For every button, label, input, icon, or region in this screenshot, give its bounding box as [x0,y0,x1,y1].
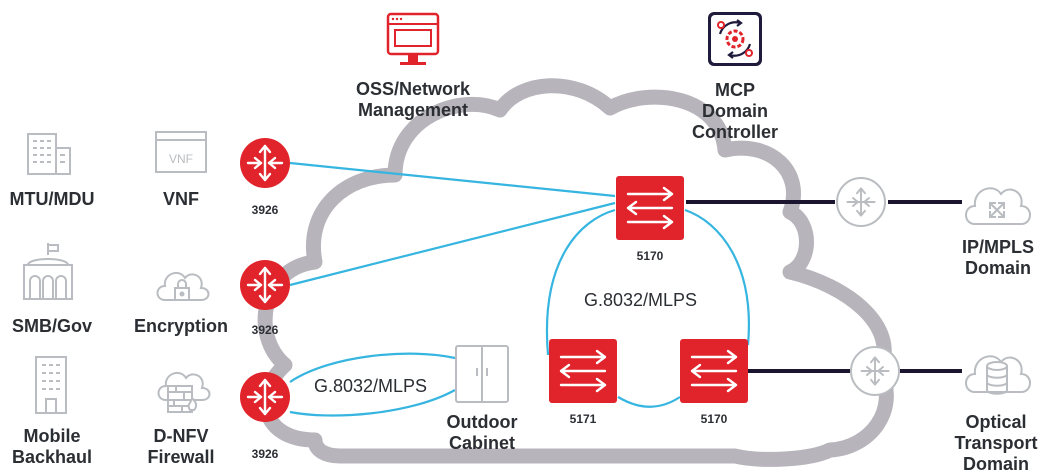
gear-cycle-icon [708,12,762,66]
access-router-3[interactable] [240,372,290,422]
link-router2-switch [289,201,616,287]
oss-label-line2: Management [357,100,469,120]
optical-label-line3: Domain [962,454,1029,474]
switch-5170-bottom[interactable] [680,339,748,403]
oss-label: OSS/Network Management [333,79,493,121]
ip-mpls-label-line1: IP/MPLS [961,237,1034,257]
customer-label-mobile: Mobile Backhaul [0,426,104,468]
cabinet-icon [455,345,509,403]
mcp-label: MCP Domain Controller [685,80,785,143]
mcp-label-line2: Domain [701,101,768,121]
service-label-dnfv-line1: D-NFV [153,426,209,446]
switch-br-model: 5170 [700,412,728,426]
service-label-vnf-line1: VNF [163,189,199,209]
optical-label-line2: Transport [954,433,1038,453]
cloud-database-icon [965,355,1031,395]
switch-5170-top[interactable] [616,176,684,240]
service-label-encryption: Encryption [122,316,240,337]
customer-label-smb: SMB/Gov [0,316,104,337]
mcp-label-line1: MCP [715,80,755,100]
monitor-icon [386,12,440,65]
edge-router-optical [850,346,900,396]
cabinet-label-line2: Cabinet [448,433,515,453]
customer-label-mobile-line2: Backhaul [11,447,93,467]
switch-bl-model: 5171 [569,412,597,426]
access-router-1[interactable] [240,138,290,188]
network-cloud [257,78,894,467]
customer-label-mtu-line1: MTU/MDU [9,189,95,209]
customer-label-smb-line1: SMB/Gov [11,316,92,336]
ip-mpls-label-line2: Domain [964,258,1031,278]
edge-router-ip [836,177,886,227]
customer-label-mobile-line1: Mobile [23,426,81,446]
optical-label: Optical Transport Domain [946,412,1046,475]
tower-building-icon [35,356,67,414]
cloud-lock-icon [156,271,210,301]
router-1-model: 3926 [251,203,279,217]
link-router1-switch [289,161,616,198]
cabinet-link-label: G.8032/MLPS [314,376,428,396]
ring-link [545,208,750,408]
service-label-vnf: VNF [126,189,236,210]
oss-label-line1: OSS/Network [355,79,471,99]
router-2-model: 3926 [251,323,279,337]
vnf-icon-text: VNF [169,152,193,166]
building-icon [27,133,71,175]
router-3-model: 3926 [251,447,279,461]
mcp-label-line3: Controller [691,122,778,142]
ring-label: G.8032/MLPS [584,290,698,310]
government-building-icon [23,243,73,300]
access-router-2[interactable] [240,260,290,310]
ip-mpls-label: IP/MPLS Domain [950,237,1046,279]
cabinet-label-line1: Outdoor [446,412,518,432]
cloud-firewall-icon [157,371,211,413]
service-label-encryption-line1: Encryption [133,316,228,336]
switch-5171[interactable] [549,339,617,403]
optical-label-line1: Optical [965,412,1027,432]
vnf-box-icon: VNF [155,131,207,173]
switch-top-model: 5170 [636,249,664,263]
service-label-dnfv: D-NFV Firewall [126,426,236,468]
customer-label-mtu: MTU/MDU [0,189,104,210]
cabinet-label: Outdoor Cabinet [430,412,534,454]
service-label-dnfv-line2: Firewall [147,447,215,467]
cabinet-link [289,352,456,417]
cloud-cross-arrows-icon [965,187,1031,225]
